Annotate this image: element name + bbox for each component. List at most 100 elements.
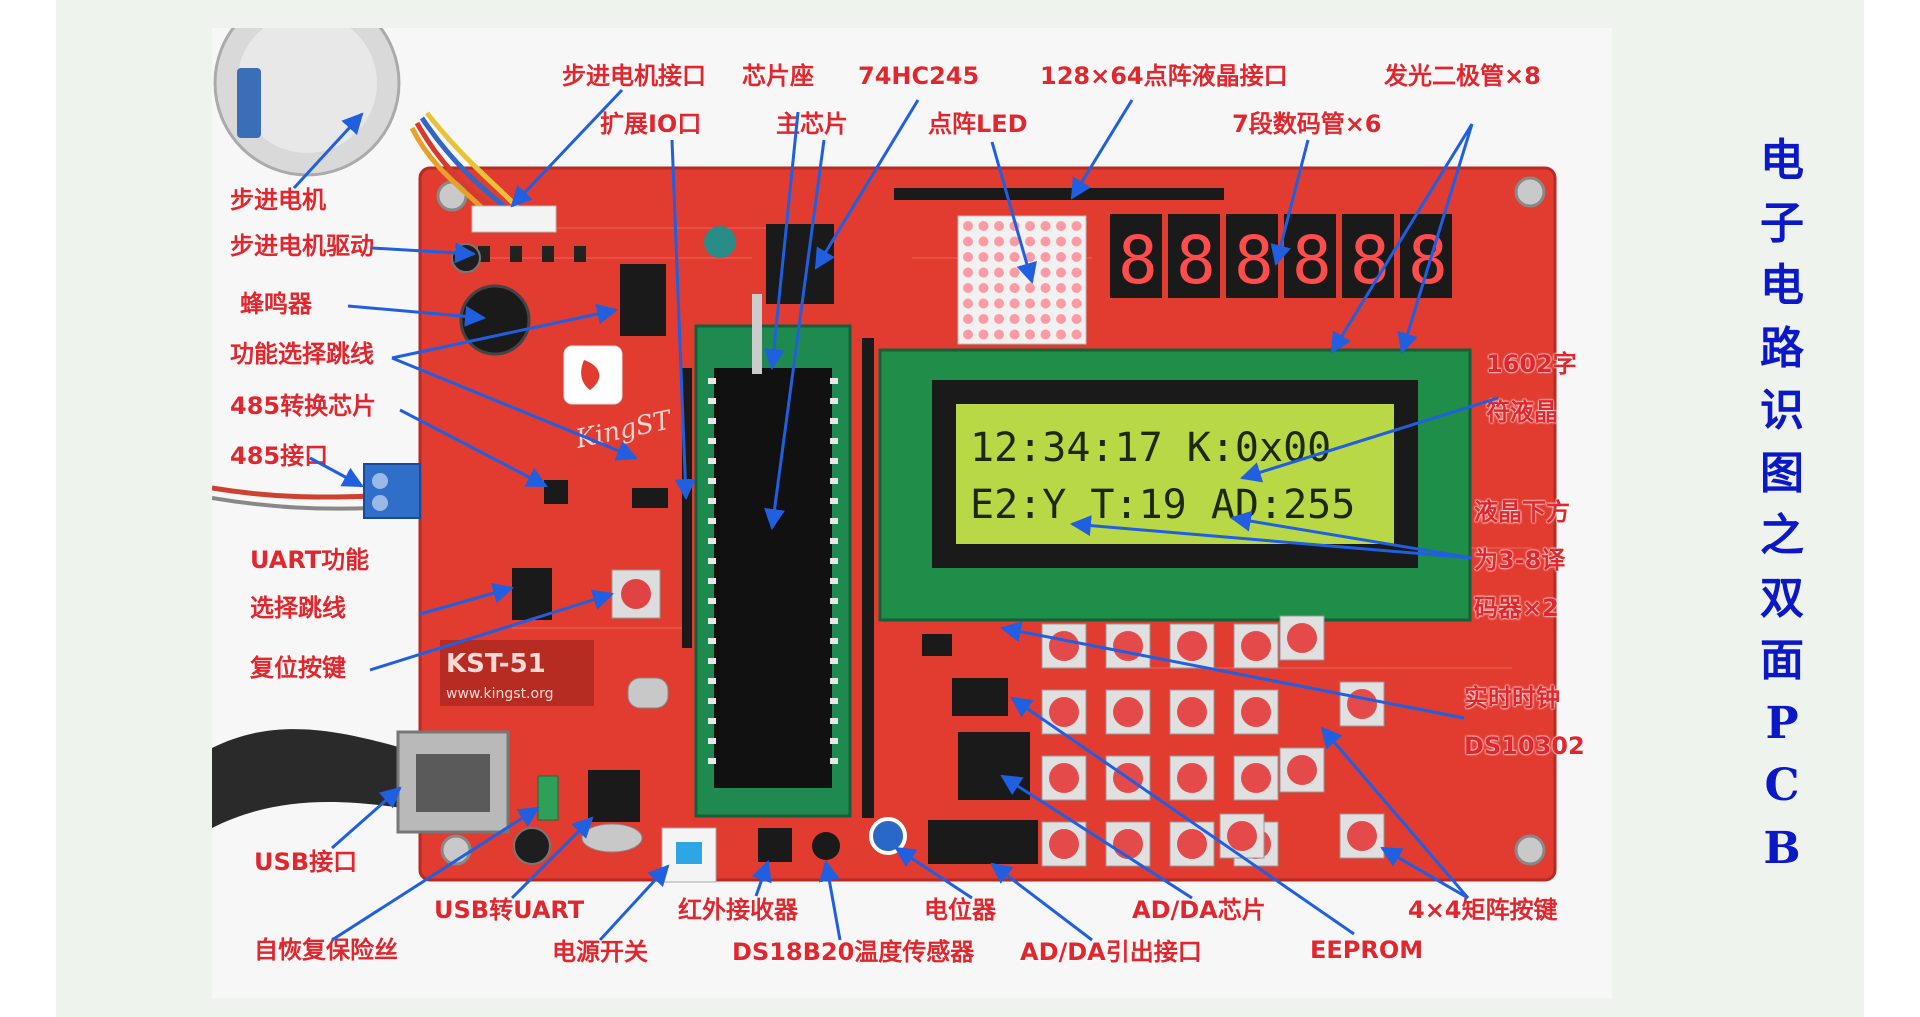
- label-lcd12864: 128×64点阵液晶接口: [1040, 62, 1288, 90]
- dot-led: [994, 283, 1004, 293]
- svg-text:12:34:17 K:0x00: 12:34:17 K:0x00: [970, 425, 1331, 471]
- label-expansion-io: 扩展IO口: [600, 110, 702, 138]
- dot-led: [1071, 252, 1082, 262]
- label-function-jumper: 功能选择跳线: [230, 340, 374, 368]
- dot-led: [1056, 252, 1066, 262]
- dot-led: [963, 252, 973, 262]
- label-dot-matrix: 点阵LED: [928, 110, 1028, 138]
- dot-led: [1056, 236, 1066, 247]
- ds18b20: [812, 832, 840, 860]
- dot-led: [1025, 314, 1035, 324]
- dot-led: [1040, 252, 1051, 262]
- dot-led: [1040, 221, 1051, 231]
- label-decoder-1: 液晶下方: [1474, 498, 1570, 526]
- dot-led: [994, 329, 1004, 340]
- stepper-connector: [471, 205, 557, 233]
- dot-led: [1040, 267, 1051, 278]
- title-char: 子: [1760, 197, 1804, 249]
- svg-text:www.kingst.org: www.kingst.org: [446, 686, 553, 702]
- title-char: 双: [1760, 572, 1804, 624]
- dot-led: [1056, 267, 1066, 278]
- dot-led: [1009, 267, 1020, 278]
- svg-text:8: 8: [1176, 222, 1216, 299]
- seven-segment-digit: 8: [1110, 214, 1162, 299]
- label-decoder-3: 码器×2: [1474, 594, 1559, 622]
- keypad-button: [1279, 615, 1325, 661]
- svg-text:8: 8: [1292, 222, 1332, 299]
- dot-led: [1056, 298, 1066, 309]
- svg-text:8: 8: [1350, 222, 1390, 299]
- dot-led: [963, 283, 973, 293]
- dot-led: [1009, 283, 1020, 293]
- label-rtc-2: DS10302: [1464, 732, 1585, 760]
- title-char: C: [1764, 760, 1800, 811]
- dot-led: [1009, 236, 1020, 247]
- dot-led: [963, 314, 973, 324]
- keypad-button: [1339, 813, 1385, 859]
- label-keypad: 4×4矩阵按键: [1408, 896, 1558, 924]
- keypad-button: [1105, 689, 1151, 735]
- label-stepper-motor: 步进电机: [230, 186, 326, 214]
- label-seg7: 7段数码管×6: [1232, 110, 1382, 138]
- dot-led: [978, 283, 989, 293]
- dot-led: [963, 298, 973, 309]
- label-hc245: 74HC245: [858, 62, 980, 90]
- keypad-button: [1169, 689, 1215, 735]
- label-ds18b20: DS18B20温度传感器: [732, 938, 975, 966]
- dot-led: [1056, 221, 1066, 231]
- label-adda-port: AD/DA引出接口: [1020, 938, 1202, 966]
- keypad-button: [1339, 681, 1385, 727]
- dot-led: [978, 298, 989, 309]
- label-adda-chip: AD/DA芯片: [1132, 896, 1266, 924]
- title-char: 电: [1760, 135, 1804, 186]
- dot-led: [994, 221, 1004, 231]
- lcd12864-header: [894, 188, 1224, 200]
- dot-led: [1071, 283, 1082, 293]
- dot-led: [1071, 314, 1082, 324]
- ir-receiver: [758, 828, 792, 862]
- function-jumper: [620, 264, 666, 336]
- svg-text:E2:Y T:19 AD:255: E2:Y T:19 AD:255: [970, 482, 1355, 528]
- keypad-button: [1233, 623, 1279, 669]
- label-eeprom: EEPROM: [1310, 936, 1424, 964]
- dot-led: [978, 267, 989, 278]
- dot-led: [1040, 329, 1051, 340]
- dot-led: [1025, 298, 1035, 309]
- label-rtc-1: 实时时钟: [1464, 684, 1560, 712]
- seven-segment-digit: 8: [1342, 214, 1394, 299]
- keypad-button: [1041, 623, 1087, 669]
- dot-led: [1040, 298, 1051, 309]
- dot-led: [1071, 329, 1082, 340]
- label-main-chip: 主芯片: [776, 110, 848, 138]
- dot-led: [978, 252, 989, 262]
- label-decoder-2: 为3-8译: [1474, 546, 1566, 574]
- socket-pins: [708, 378, 838, 764]
- dot-led: [1071, 236, 1082, 247]
- label-uart-jumper-1: UART功能: [250, 546, 370, 574]
- dot-led: [994, 252, 1004, 262]
- svg-text:8: 8: [1118, 222, 1158, 299]
- dot-led: [1025, 267, 1035, 278]
- label-lcd1602-1: 1602字: [1486, 350, 1577, 378]
- title-char: 路: [1760, 322, 1804, 374]
- dot-led: [1056, 283, 1066, 293]
- label-reset: 复位按键: [250, 654, 346, 682]
- keypad-button: [1041, 689, 1087, 735]
- dot-led: [1009, 298, 1020, 309]
- keypad-button: [1169, 623, 1215, 669]
- dot-led: [1009, 314, 1020, 324]
- keypad-button: [1105, 755, 1151, 801]
- label-potentiometer: 电位器: [924, 896, 996, 924]
- dot-led: [978, 329, 989, 340]
- dot-matrix: [957, 215, 1087, 345]
- eeprom-chip: [922, 634, 952, 656]
- dot-led: [994, 267, 1004, 278]
- dot-led: [1025, 283, 1035, 293]
- title-char: 识: [1760, 385, 1804, 436]
- svg-text:8: 8: [1234, 222, 1274, 299]
- keypad-button: [1219, 813, 1265, 859]
- label-rs485-port: 485接口: [230, 442, 329, 470]
- dot-led: [963, 329, 973, 340]
- label-stepper-port: 步进电机接口: [562, 62, 706, 90]
- buzzer: [459, 284, 531, 356]
